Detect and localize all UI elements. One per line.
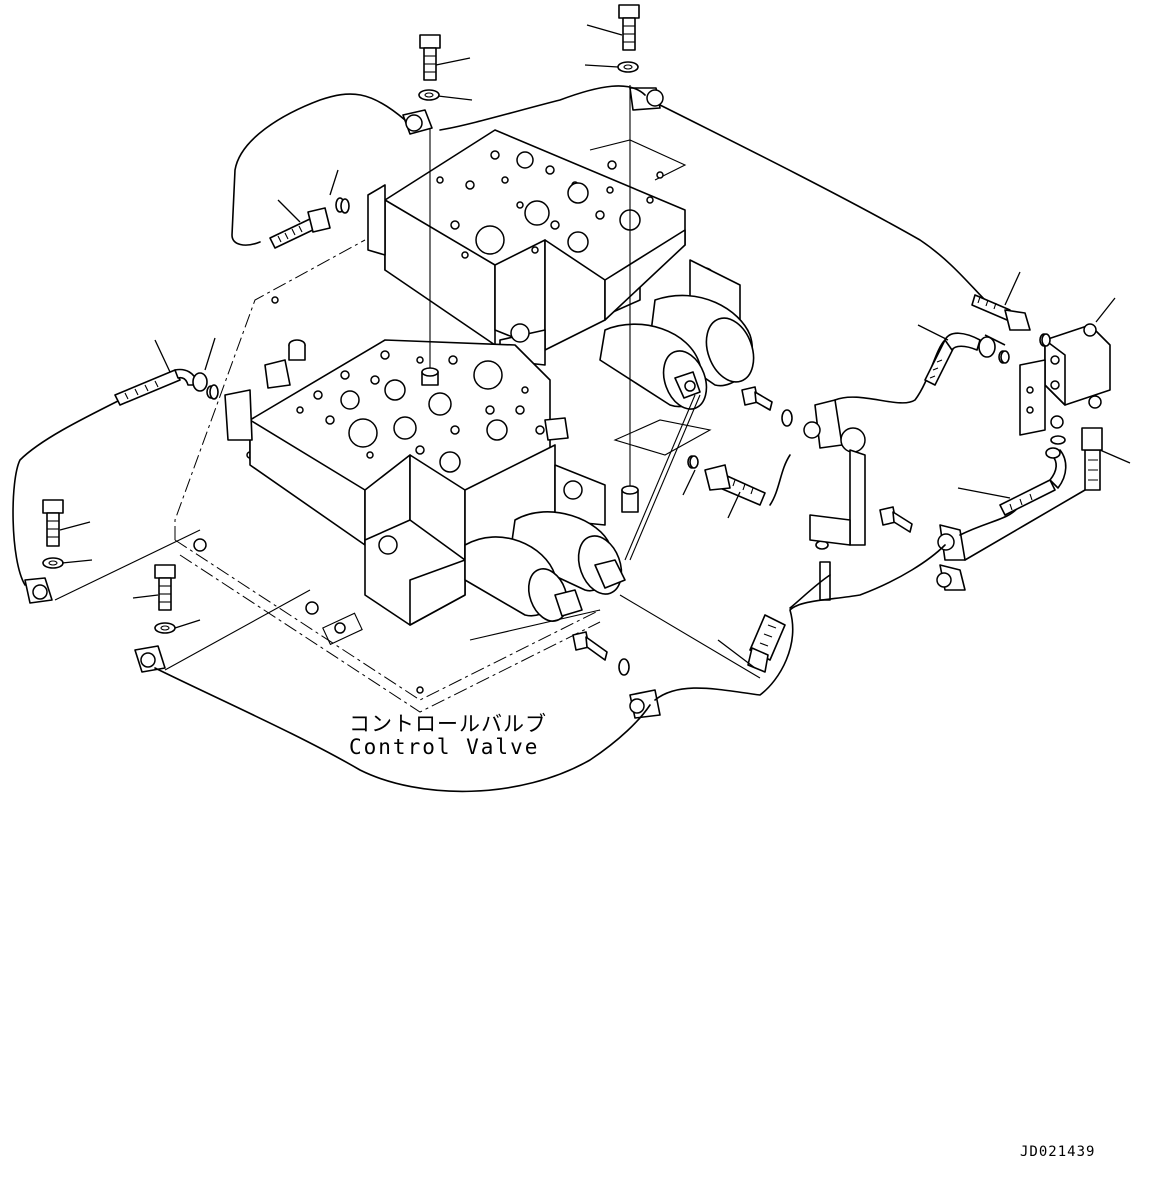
bolt-right-1 xyxy=(741,386,793,427)
bolt-top-right xyxy=(617,4,640,73)
fitting-hatching xyxy=(124,225,1098,647)
bolt-right-2 xyxy=(879,506,913,533)
drawing-code: JD021439 xyxy=(1020,1144,1096,1160)
bolt-vertical-small xyxy=(815,540,831,601)
junction-block xyxy=(1019,323,1111,445)
lower-valve-block xyxy=(224,339,626,626)
base-plate xyxy=(174,239,601,713)
upper-valve-block xyxy=(367,129,755,410)
bolt-left-2 xyxy=(154,564,176,634)
lower-block-ports xyxy=(296,350,545,473)
reference-lines xyxy=(54,394,712,671)
caption-japanese: コントロールバルブ xyxy=(349,712,547,736)
spacer-posts xyxy=(421,85,639,513)
leader-lines xyxy=(59,24,1131,669)
bolt-top-left xyxy=(418,34,441,101)
bolt-bottom-center xyxy=(572,631,630,676)
bolt-left-1 xyxy=(42,499,64,569)
hoses xyxy=(12,85,1086,793)
o-rings xyxy=(209,198,1051,469)
caption-english: Control Valve xyxy=(349,735,540,759)
clamps xyxy=(24,87,966,719)
